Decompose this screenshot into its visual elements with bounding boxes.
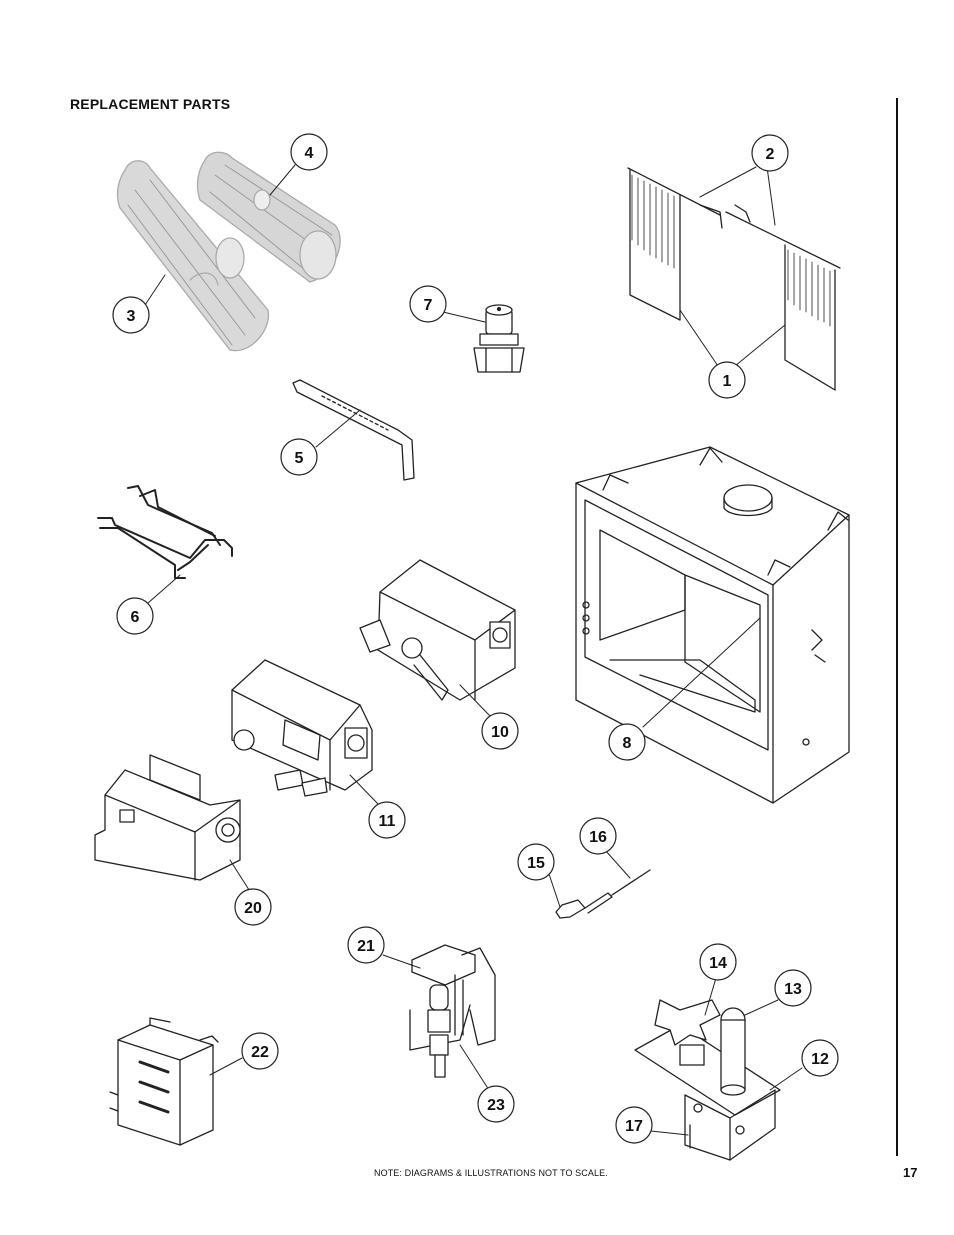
callout-23: 23 xyxy=(477,1085,515,1123)
callout-8: 8 xyxy=(608,723,646,761)
leader-lines xyxy=(144,164,803,1136)
callout-4: 4 xyxy=(290,133,328,171)
gas-valve-11-illustration xyxy=(231,659,373,797)
svg-text:20: 20 xyxy=(244,900,262,917)
svg-text:23: 23 xyxy=(487,1097,505,1114)
callout-6: 6 xyxy=(116,597,154,635)
callout-12: 12 xyxy=(801,1039,839,1077)
callout-13: 13 xyxy=(774,969,812,1007)
svg-text:14: 14 xyxy=(709,955,727,972)
footer-note: NOTE: DIAGRAMS & ILLUSTRATIONS NOT TO SC… xyxy=(374,1168,608,1178)
burner-bracket-5-illustration xyxy=(292,379,415,481)
svg-text:21: 21 xyxy=(357,938,375,955)
svg-text:2: 2 xyxy=(766,146,775,163)
log-grate-6-illustration xyxy=(97,485,233,579)
svg-text:16: 16 xyxy=(589,829,607,846)
callout-15: 15 xyxy=(517,843,555,881)
screen-assembly-illustration xyxy=(627,167,841,391)
gas-valve-10-illustration xyxy=(359,559,516,701)
svg-text:17: 17 xyxy=(625,1118,643,1135)
gas-valve-20-illustration xyxy=(94,754,241,881)
page-title: REPLACEMENT PARTS xyxy=(70,96,231,112)
thermocouple-15-16-illustration xyxy=(555,869,651,919)
callout-14: 14 xyxy=(699,943,737,981)
callout-20: 20 xyxy=(234,888,272,926)
svg-text:12: 12 xyxy=(811,1051,829,1068)
log-3-illustration xyxy=(116,160,270,352)
callout-5: 5 xyxy=(280,438,318,476)
svg-text:22: 22 xyxy=(251,1044,269,1061)
pilot-bracket-12-17-illustration xyxy=(634,999,781,1161)
svg-text:5: 5 xyxy=(295,450,304,467)
page-number: 17 xyxy=(903,1165,918,1180)
callout-17: 17 xyxy=(615,1106,653,1144)
svg-text:1: 1 xyxy=(723,373,732,390)
svg-text:8: 8 xyxy=(623,735,632,752)
callout-22: 22 xyxy=(241,1032,279,1070)
callout-10: 10 xyxy=(481,712,519,750)
callout-16: 16 xyxy=(579,817,617,855)
svg-text:6: 6 xyxy=(131,609,140,626)
right-margin-rule xyxy=(896,98,898,1156)
svg-text:10: 10 xyxy=(491,724,509,741)
callout-1: 1 xyxy=(708,361,746,399)
pilot-assembly-21-23-illustration xyxy=(409,944,496,1078)
orifice-7-illustration xyxy=(473,304,525,373)
svg-text:11: 11 xyxy=(379,813,396,830)
svg-text:3: 3 xyxy=(127,308,136,325)
svg-text:4: 4 xyxy=(305,145,314,162)
transformer-22-illustration xyxy=(109,1017,219,1146)
callout-11: 11 xyxy=(368,801,406,839)
callout-7: 7 xyxy=(409,285,447,323)
callout-21: 21 xyxy=(347,926,385,964)
callout-3: 3 xyxy=(112,296,150,334)
svg-text:13: 13 xyxy=(784,981,802,998)
svg-text:15: 15 xyxy=(527,855,545,872)
callout-2: 2 xyxy=(751,134,789,172)
log-4-illustration xyxy=(196,151,341,283)
svg-text:7: 7 xyxy=(424,297,433,314)
firebox-8-illustration xyxy=(575,446,850,804)
